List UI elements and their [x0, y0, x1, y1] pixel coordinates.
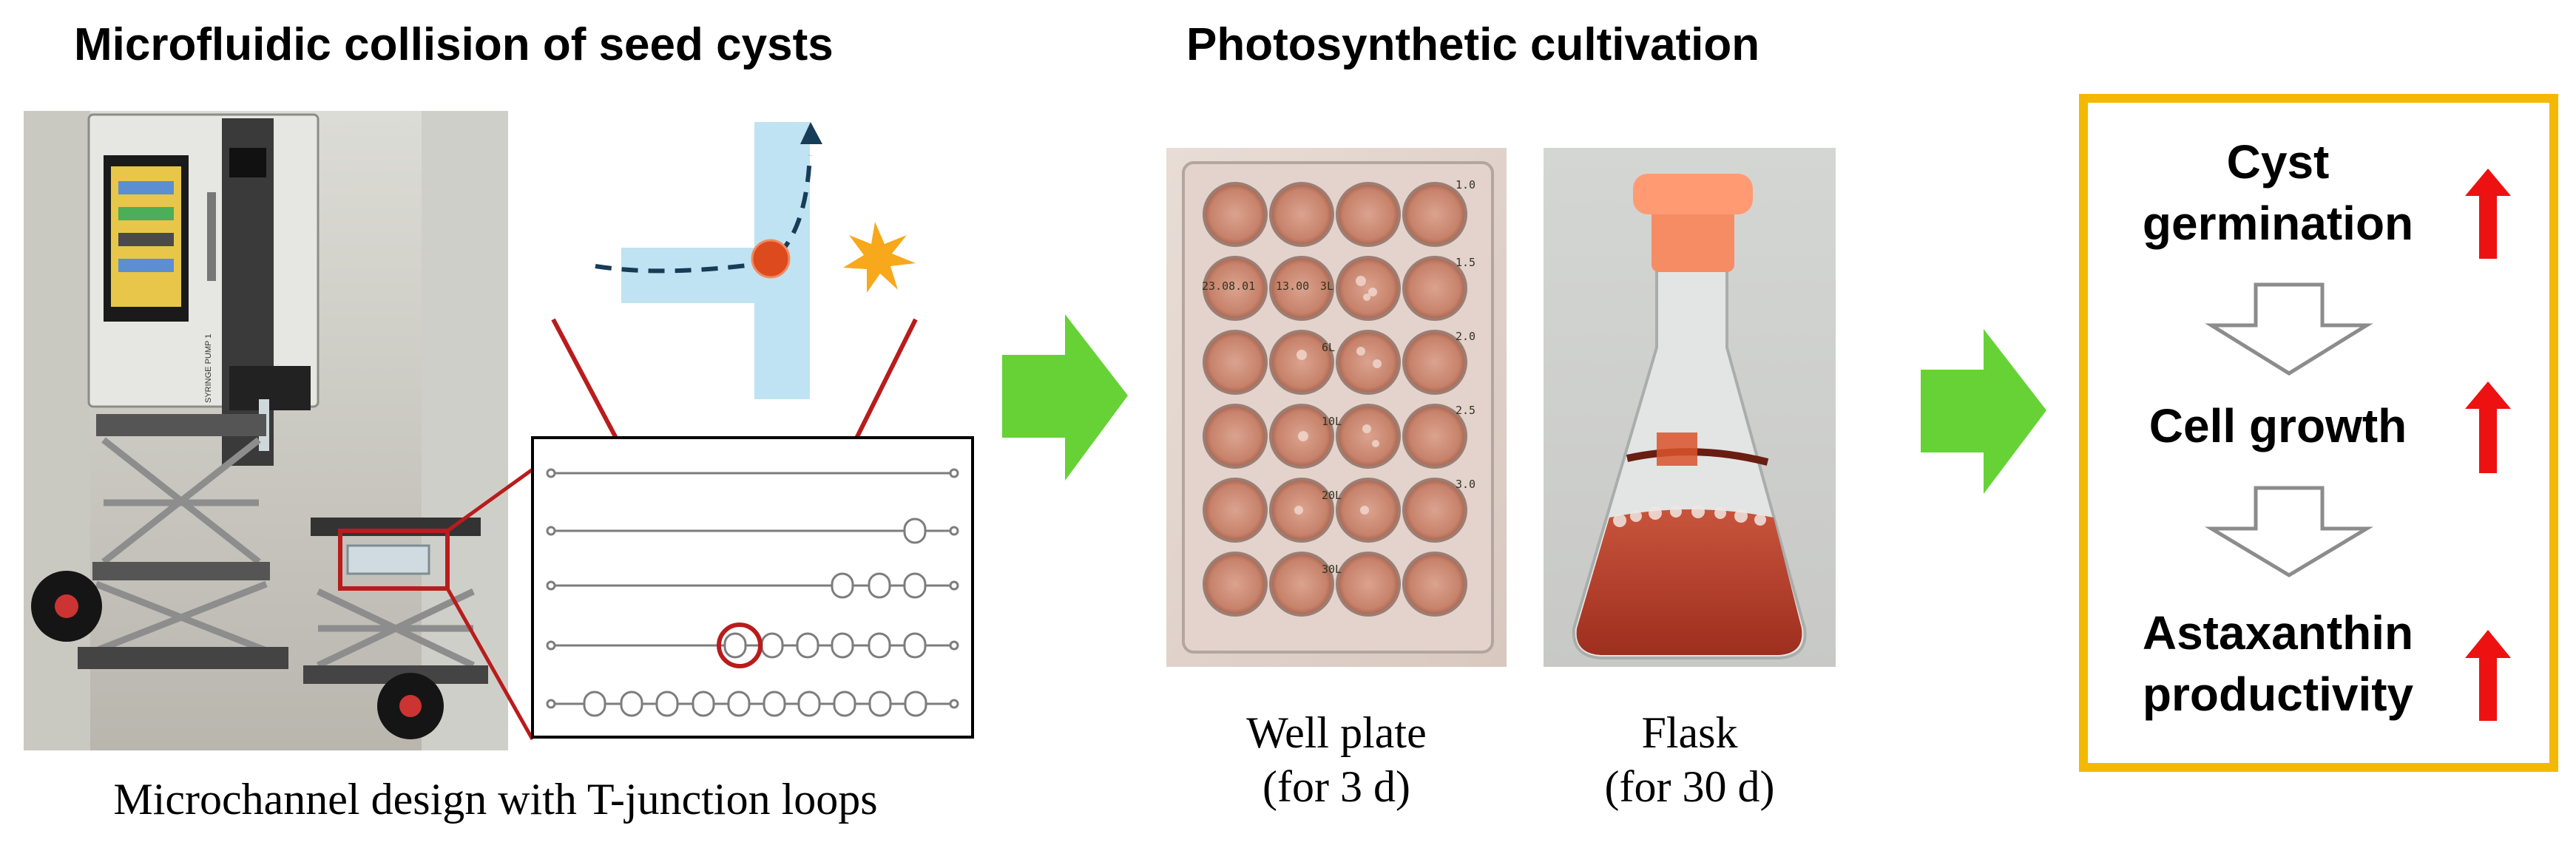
flask-caption-line2: (for 30 d)	[1604, 762, 1775, 812]
svg-text:3L: 3L	[1320, 279, 1333, 293]
svg-text:2.5: 2.5	[1456, 404, 1475, 417]
microchannel-caption: Microchannel design with T-junction loop…	[113, 775, 878, 824]
outcome-astaxanthin: Astaxanthin productivity	[2100, 603, 2455, 725]
outcome-astaxanthin-line2: productivity	[2142, 668, 2414, 722]
flow-arrow-1	[1002, 314, 1128, 481]
down-arrow-2-icon	[2204, 486, 2374, 577]
well-plate-caption-line1: Well plate	[1246, 708, 1427, 757]
flow-arrow-2	[1921, 329, 2046, 494]
svg-text:1.0: 1.0	[1456, 178, 1475, 191]
down-arrow-1-icon	[2205, 282, 2373, 376]
zoom-line-top	[446, 467, 534, 533]
chip-highlight-box	[338, 529, 450, 591]
well-plate-photo	[1166, 148, 1507, 667]
t-junction-schematic	[595, 122, 916, 399]
outcome-germination: Cyst germination	[2100, 132, 2455, 254]
increase-arrow-growth-icon	[2465, 381, 2511, 473]
flask-photo	[1544, 148, 1836, 667]
microfluidic-section-title: Microfluidic collision of seed cysts	[74, 19, 834, 70]
pump-label: SYRINGE PUMP 1	[204, 334, 213, 403]
svg-text:10L: 10L	[1322, 415, 1342, 428]
outcome-germination-line1: Cyst	[2226, 135, 2330, 189]
outcome-astaxanthin-line1: Astaxanthin	[2142, 606, 2414, 659]
plate-handwriting: 1.0 1.5 2.0 2.5 3.0 23.08.01 13.00 3L 6L…	[1202, 178, 1475, 576]
svg-text:13.00: 13.00	[1276, 279, 1309, 293]
lab-setup-photo	[24, 111, 508, 750]
increase-arrow-astaxanthin-icon	[2465, 630, 2511, 721]
svg-text:2.0: 2.0	[1456, 330, 1475, 343]
svg-text:23.08.01: 23.08.01	[1202, 279, 1255, 293]
cyst-particle	[751, 239, 791, 279]
collision-burst-icon	[843, 222, 916, 293]
flask-caption-line1: Flask	[1641, 708, 1738, 757]
increase-arrow-germination-icon	[2465, 169, 2511, 259]
outcomes-box	[2079, 94, 2558, 772]
svg-text:1.5: 1.5	[1456, 256, 1475, 269]
svg-text:20L: 20L	[1322, 489, 1342, 502]
well-plate-caption-line2: (for 3 d)	[1262, 762, 1410, 812]
svg-text:3.0: 3.0	[1456, 478, 1475, 491]
cultivation-section-title: Photosynthetic cultivation	[1186, 19, 1760, 70]
outcome-growth-line1: Cell growth	[2149, 399, 2407, 452]
microchannel-design	[531, 436, 974, 739]
svg-text:30L: 30L	[1322, 563, 1342, 576]
outcome-germination-line2: germination	[2142, 197, 2414, 251]
outcome-growth: Cell growth	[2100, 396, 2455, 457]
zoom-line-bottom	[445, 587, 535, 741]
junction-magnifier	[717, 623, 763, 668]
svg-text:6L: 6L	[1322, 341, 1335, 354]
flask-caption: Flask (for 30 d)	[1544, 706, 1836, 814]
well-plate-caption: Well plate (for 3 d)	[1166, 706, 1507, 814]
